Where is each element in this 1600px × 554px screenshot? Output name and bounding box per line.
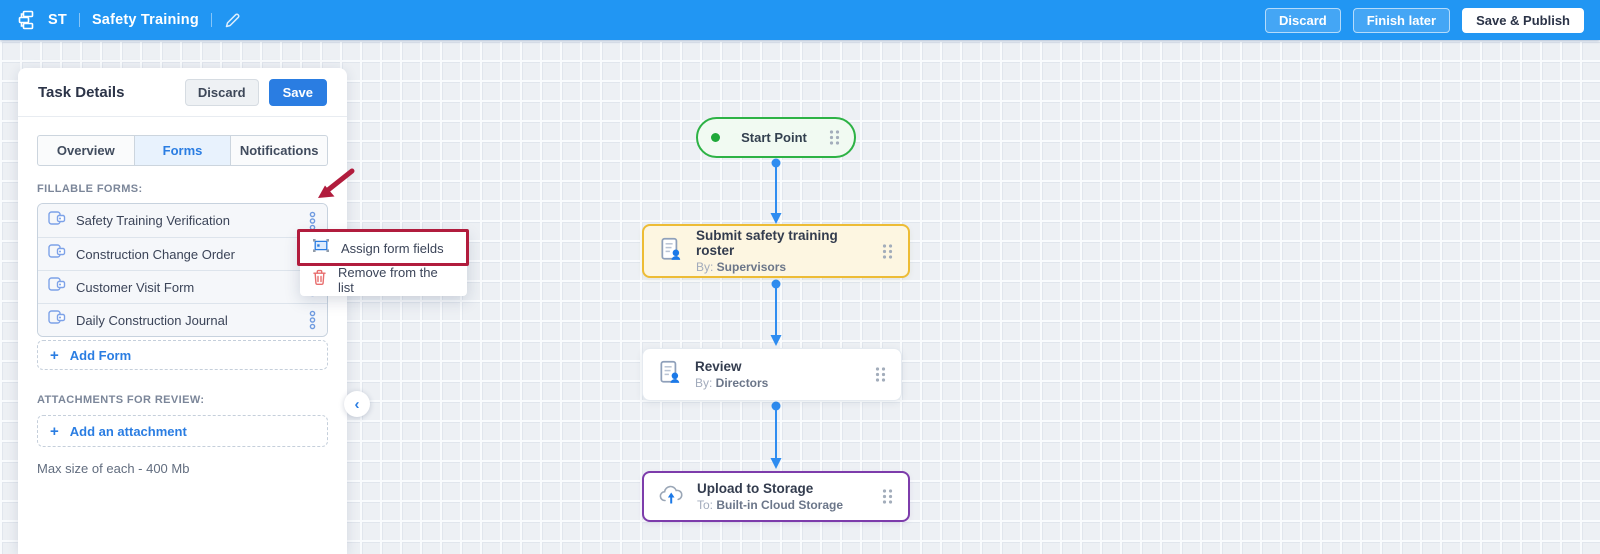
start-dot-icon <box>711 133 720 142</box>
topbar-breadcrumb: ST Safety Training <box>16 10 241 30</box>
tab-notifications[interactable]: Notifications <box>230 135 329 166</box>
add-form-button[interactable]: + Add Form <box>37 340 328 370</box>
workflow-sitemap-icon[interactable] <box>16 10 36 30</box>
attachments-label: ATTACHMENTS FOR REVIEW: <box>37 394 205 406</box>
form-icon <box>48 310 66 330</box>
form-row-construction-change-order[interactable]: Construction Change Order <box>38 237 327 270</box>
fillable-forms-label: FILLABLE FORMS: <box>37 183 143 195</box>
panel-title: Task Details <box>38 83 125 101</box>
collapse-panel-button[interactable]: ‹ <box>344 391 370 417</box>
form-person-icon <box>658 236 684 267</box>
node-meta: To: Built-in Cloud Storage <box>697 498 843 512</box>
menu-item-assign-form-fields[interactable]: Assign form fields <box>300 232 467 264</box>
panel-header: Task Details Discard Save <box>18 68 347 117</box>
save-publish-button[interactable]: Save & Publish <box>1462 7 1584 33</box>
node-meta: By: Directors <box>695 376 769 390</box>
tab-overview[interactable]: Overview <box>37 135 135 166</box>
node-meta: By: Supervisors <box>696 260 787 274</box>
flow-node-review[interactable]: Review By: Directors <box>642 348 902 401</box>
form-context-menu: Assign form fields Remove from the list <box>300 232 467 296</box>
form-options-kebab-icon[interactable] <box>308 310 317 330</box>
app-initials: ST <box>48 12 67 28</box>
tab-forms[interactable]: Forms <box>133 135 232 166</box>
form-row-daily-construction-journal[interactable]: Daily Construction Journal <box>38 303 327 336</box>
form-icon <box>48 244 66 264</box>
panel-tabs: Overview Forms Notifications <box>37 135 329 166</box>
flow-node-start[interactable]: Start Point <box>696 117 856 158</box>
node-title: Upload to Storage <box>697 481 814 496</box>
form-person-icon <box>657 359 683 390</box>
node-title: Start Point <box>741 130 807 145</box>
workflow-title: Safety Training <box>91 12 199 28</box>
fillable-forms-list: Safety Training Verification Constructio… <box>37 203 328 337</box>
discard-workflow-button[interactable]: Discard <box>1265 7 1341 33</box>
divider <box>210 13 212 27</box>
finish-later-button[interactable]: Finish later <box>1352 7 1451 33</box>
node-title: Submit safety training roster <box>696 228 838 258</box>
panel-save-button[interactable]: Save <box>268 78 327 106</box>
flow-node-submit-roster[interactable]: Submit safety training roster By: Superv… <box>642 224 910 278</box>
form-icon <box>48 210 66 231</box>
form-row-safety-training-verification[interactable]: Safety Training Verification <box>38 204 327 237</box>
top-bar: ST Safety Training Discard Finish later … <box>0 0 1600 40</box>
chevron-left-icon: ‹ <box>354 395 360 413</box>
plus-icon: + <box>50 422 59 440</box>
task-details-panel: Task Details Discard Save Overview Forms… <box>18 68 347 554</box>
edit-pencil-icon[interactable] <box>224 12 241 29</box>
drag-handle-icon[interactable] <box>828 129 841 146</box>
topbar-actions: Discard Finish later Save & Publish <box>1265 7 1584 33</box>
menu-item-remove-from-list[interactable]: Remove from the list <box>300 264 467 296</box>
form-icon <box>48 277 66 297</box>
max-size-note: Max size of each - 400 Mb <box>37 461 190 476</box>
form-options-kebab-icon[interactable] <box>308 211 317 231</box>
divider <box>78 13 80 27</box>
cloud-upload-icon <box>658 482 685 511</box>
drag-handle-icon[interactable] <box>881 488 894 505</box>
flow-node-upload-storage[interactable]: Upload to Storage To: Built-in Cloud Sto… <box>642 471 910 522</box>
add-attachment-button[interactable]: + Add an attachment <box>37 415 328 447</box>
trash-icon <box>312 269 327 291</box>
drag-handle-icon[interactable] <box>874 366 887 383</box>
assign-form-fields-icon <box>312 238 330 258</box>
panel-discard-button[interactable]: Discard <box>184 78 259 106</box>
node-title: Review <box>695 359 742 374</box>
form-row-customer-visit-form[interactable]: Customer Visit Form <box>38 270 327 303</box>
plus-icon: + <box>50 346 59 364</box>
drag-handle-icon[interactable] <box>881 243 894 260</box>
